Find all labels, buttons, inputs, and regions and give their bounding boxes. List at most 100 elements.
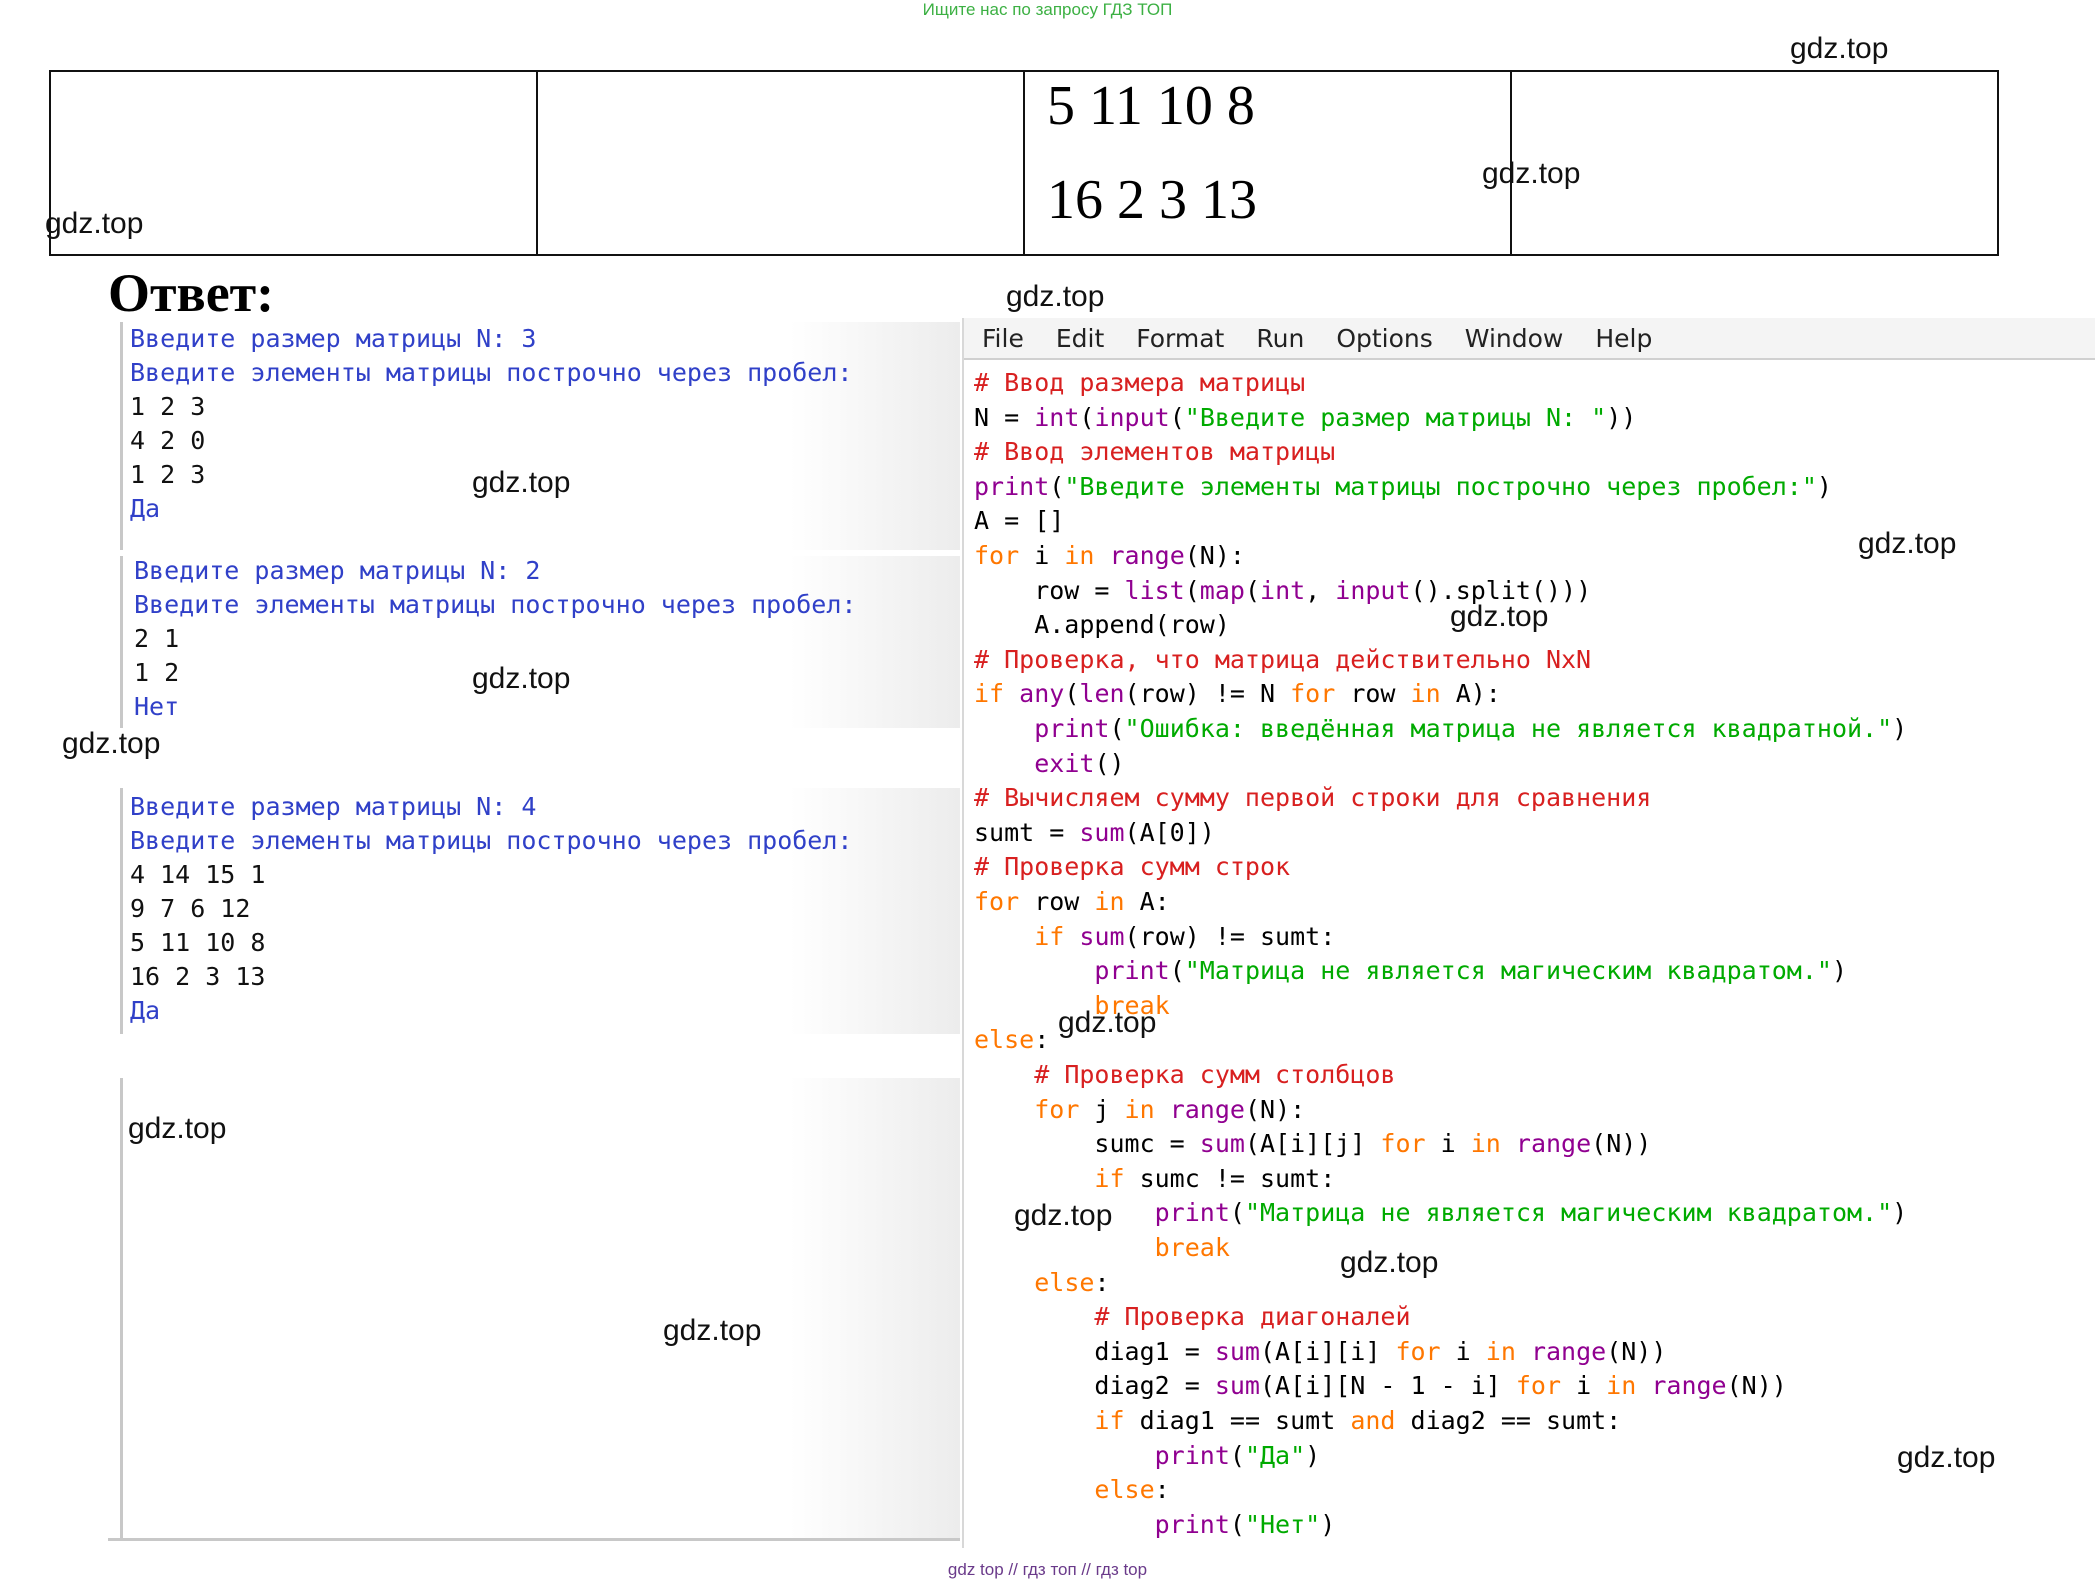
code-token: : (1034, 1025, 1050, 1055)
code-token: (N)) (1606, 1336, 1667, 1366)
footer-links: gdz top // гдз топ // гдз top (947, 1560, 1148, 1579)
menu-file[interactable]: File (982, 323, 1024, 353)
code-token: () (1094, 748, 1125, 778)
menu-run[interactable]: Run (1256, 323, 1305, 353)
code-token: # Проверка, что матрица действительно Nx… (974, 644, 1592, 674)
code-token: in (1470, 1129, 1501, 1159)
code-token: print (1154, 1509, 1230, 1539)
code-token: map (1199, 575, 1245, 605)
code-editor-window: File Edit Format Run Options Window Help… (962, 318, 2095, 1548)
code-token: in (1485, 1336, 1516, 1366)
code-token: ( (1109, 714, 1125, 743)
code-token: range (1530, 1336, 1607, 1366)
code-line: # Проверка, что матрица действительно Nx… (974, 645, 1591, 674)
code-token: sum (1214, 1371, 1260, 1401)
shell-prompt-size: Введите размер матрицы N: 2 (134, 556, 541, 585)
code-token: ) (1892, 714, 1908, 743)
code-token: ) (1816, 471, 1832, 501)
code-token: for (974, 541, 1020, 570)
code-token (974, 956, 1094, 985)
code-token: ().split())) (1410, 575, 1592, 605)
code-token: "Введите размер матрицы N: " (1184, 402, 1607, 432)
code-token (974, 1164, 1094, 1193)
code-token: row (1335, 679, 1411, 709)
shell-input-row: 1 2 (134, 658, 180, 687)
code-line: # Ввод размера матрицы (974, 368, 1305, 397)
code-token: : (1094, 1267, 1110, 1297)
code-token: ( (1229, 1198, 1245, 1228)
code-token: range (1651, 1371, 1727, 1401)
code-line: sumt = sum(A[0]) (974, 818, 1215, 847)
code-token: exit (1034, 748, 1095, 778)
code-line: else: (974, 1025, 1049, 1054)
code-token: for (1380, 1129, 1426, 1159)
code-line: # Вычисляем сумму первой строки для срав… (974, 783, 1651, 812)
code-token: : (1154, 1475, 1170, 1505)
code-token (1636, 1371, 1651, 1400)
code-token: # Ввод размера матрицы (974, 368, 1306, 397)
watermark: gdz.top (128, 1112, 227, 1145)
code-token: (A[i][N - 1 - i] (1259, 1371, 1516, 1401)
menu-help[interactable]: Help (1595, 323, 1653, 353)
shell-result: Да (130, 996, 161, 1025)
code-line: print("Матрица не является магическим кв… (974, 1198, 1908, 1228)
code-line: # Ввод элементов матрицы (974, 437, 1335, 466)
code-token (974, 1268, 1034, 1297)
menu-edit[interactable]: Edit (1055, 323, 1105, 353)
code-token: A: (1124, 887, 1170, 916)
code-token: if (974, 679, 1005, 709)
code-token: A.append(row) (974, 610, 1230, 640)
code-token (1004, 679, 1019, 708)
code-token: diag1 == sumt (1124, 1406, 1351, 1435)
shell-result: Нет (134, 692, 180, 721)
watermark: gdz.top (472, 662, 571, 695)
code-token: # Ввод элементов матрицы (974, 437, 1336, 467)
code-token: in (1064, 541, 1095, 570)
code-token: A): (1440, 679, 1501, 709)
code-token: print (974, 471, 1050, 501)
code-token: (N)) (1726, 1371, 1787, 1401)
code-token: i (1019, 541, 1065, 570)
code-token: sumc != sumt: (1124, 1163, 1336, 1193)
shell-input-row: 4 2 0 (130, 426, 206, 455)
code-token (974, 1095, 1034, 1124)
code-token: (N): (1184, 541, 1245, 570)
code-token: row (1019, 887, 1095, 916)
table-cell-3: 5 11 10 8 16 2 3 13 (1025, 72, 1512, 254)
code-line: for j in range(N): (974, 1095, 1305, 1124)
code-token: print (1094, 956, 1170, 986)
code-token: print (1154, 1198, 1230, 1228)
watermark: gdz.top (62, 727, 161, 760)
shell-input-row: 1 2 3 (130, 392, 206, 421)
code-token: "Матрица не является магическим квадрато… (1184, 956, 1832, 986)
code-token: sum (1079, 921, 1125, 951)
code-token: i (1440, 1336, 1486, 1366)
code-token: sumc = (974, 1129, 1200, 1159)
code-line: if any(len(row) != N for row in A): (974, 679, 1501, 708)
code-token: range (1109, 541, 1185, 570)
shell-input-row: 1 2 3 (130, 460, 206, 489)
code-token: ( (1079, 402, 1095, 432)
shell-output-run-3: Введите размер матрицы N: 4 Введите элем… (108, 788, 960, 1034)
code-token: len (1079, 679, 1125, 709)
code-token: "Ошибка: введённая матрица не является к… (1124, 714, 1893, 743)
code-token: row = (974, 575, 1125, 605)
watermark: gdz.top (1790, 32, 1889, 65)
code-token: ( (1049, 471, 1065, 501)
menu-format[interactable]: Format (1136, 323, 1225, 353)
menu-options[interactable]: Options (1336, 323, 1433, 353)
code-line: sumc = sum(A[i][j] for i in range(N)) (974, 1129, 1651, 1158)
code-line: # Проверка диагоналей (974, 1302, 1410, 1331)
code-token: in (1124, 1094, 1155, 1124)
code-token: ( (1169, 956, 1185, 986)
code-token: (A[0]) (1124, 817, 1215, 847)
code-token: ( (1229, 1440, 1245, 1470)
code-line: N = int(input("Введите размер матрицы N:… (974, 403, 1636, 432)
shell-input-row: 16 2 3 13 (130, 962, 266, 991)
watermark: gdz.top (1897, 1441, 1996, 1474)
code-line: diag1 = sum(A[i][i] for i in range(N)) (974, 1337, 1666, 1366)
code-token: in (1606, 1371, 1637, 1401)
menu-window[interactable]: Window (1464, 323, 1564, 353)
watermark: gdz.top (1858, 527, 1957, 560)
code-token: , (1305, 575, 1336, 605)
